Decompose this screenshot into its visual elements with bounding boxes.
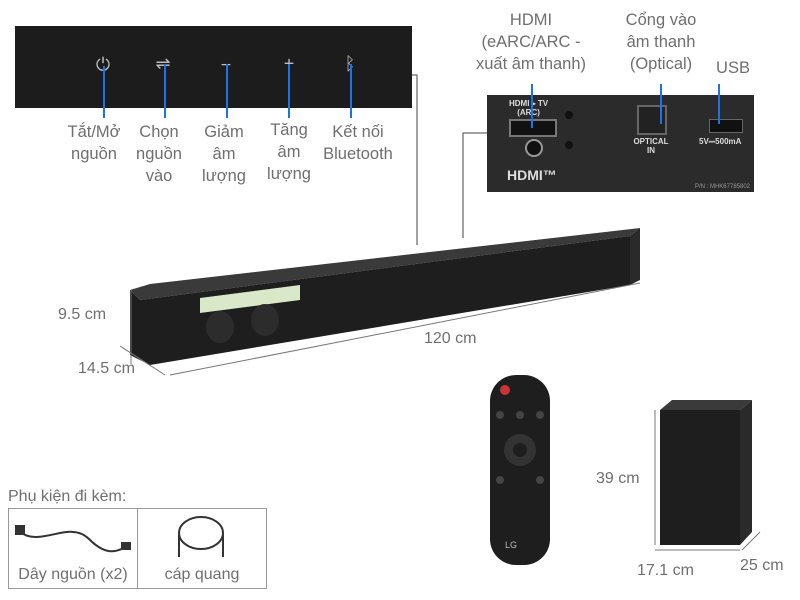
dimension-soundbar-depth: 14.5 cm xyxy=(78,360,135,377)
subwoofer-image xyxy=(660,400,752,545)
usb-rating: 5V⎓500mA xyxy=(699,137,742,146)
callout-line-hdmi xyxy=(531,84,533,128)
callout-line-power xyxy=(103,66,105,118)
dimension-line-depth xyxy=(119,345,166,376)
accessories-table: Dây nguồn (x2) cáp quang xyxy=(8,508,267,589)
accessories-title: Phụ kiện đi kèm: xyxy=(8,488,127,505)
accessory-label: cáp quang xyxy=(164,566,240,583)
callout-line-vol-down xyxy=(226,64,228,118)
dimension-soundbar-width: 120 cm xyxy=(424,330,477,347)
hole xyxy=(565,141,573,149)
label-hdmi: HDMI(eARC/ARC -xuất âm thanh) xyxy=(475,11,587,73)
usb-port xyxy=(709,119,743,133)
optical-port xyxy=(637,105,667,135)
input-source-icon: ⇌ xyxy=(155,53,171,74)
callout-line-vol-up xyxy=(288,64,290,118)
hdmi-logo: HDMI™ xyxy=(507,167,557,183)
optical-cable-icon xyxy=(178,516,224,557)
accessory-item: cáp quang xyxy=(138,509,266,588)
leader-line-ports xyxy=(462,132,487,238)
remote-brand: LG xyxy=(505,540,518,550)
power-icon: ⏻ xyxy=(95,54,111,75)
callout-line-usb xyxy=(718,84,720,124)
soundbar-image xyxy=(130,228,640,365)
callout-line-input xyxy=(164,64,166,118)
power-cord-icon xyxy=(15,525,131,553)
hdmi-port-label: HDMI ▸ TV(ARC) xyxy=(509,99,549,117)
bluetooth-icon: ᛒ xyxy=(345,54,356,75)
dimension-sub-width: 17.1 cm xyxy=(637,562,694,579)
dimension-sub-depth: 25 cm xyxy=(740,557,784,574)
volume-up-icon: + xyxy=(284,54,295,75)
leader-line-controls xyxy=(412,74,418,245)
part-number: P/N : MHK67785802 xyxy=(694,184,750,190)
screw-icon xyxy=(525,139,543,157)
accessory-item: Dây nguồn (x2) xyxy=(9,509,138,588)
dimension-sub-height: 39 cm xyxy=(596,470,640,487)
label-usb: USB xyxy=(716,59,750,77)
dimension-soundbar-height: 9.5 cm xyxy=(58,306,107,323)
accessory-label: Dây nguồn (x2) xyxy=(18,566,128,583)
dimension-line-sub-depth xyxy=(741,531,761,551)
hdmi-port xyxy=(509,119,557,137)
controls-panel xyxy=(15,26,412,108)
callout-line-bluetooth xyxy=(350,64,352,118)
callout-line-optical xyxy=(660,84,662,124)
dimension-line-width xyxy=(169,282,641,376)
hole xyxy=(565,111,573,119)
remote-image xyxy=(490,375,550,565)
